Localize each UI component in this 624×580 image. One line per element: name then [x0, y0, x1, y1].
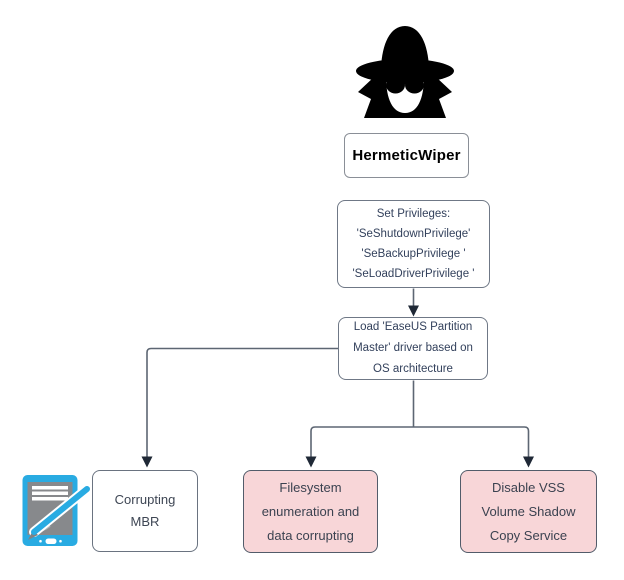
node-load-driver-label: Load 'EaseUS Partition Master' driver ba… — [353, 321, 473, 375]
tablet-dot — [39, 539, 42, 543]
node-load-driver: Load 'EaseUS Partition Master' driver ba… — [338, 317, 488, 380]
node-filesystem-corruption: Filesystem enumeration and data corrupti… — [243, 470, 378, 553]
node-set-privileges-label: Set Privileges: 'SeShutdownPrivilege' 'S… — [352, 208, 475, 280]
tablet-text-line — [32, 497, 68, 501]
spy-hat-brim — [356, 59, 454, 83]
spy-hacker-icon — [356, 26, 454, 118]
arrowhead-disablevss — [523, 456, 534, 468]
node-disable-vss-label: Disable VSS Volume Shadow Copy Service — [481, 479, 576, 543]
edge-loaddriver-to-disablevss — [413, 426, 530, 457]
edge-loaddriver-to-filesystem — [310, 426, 414, 457]
node-hermeticwiper: HermeticWiper — [344, 133, 469, 178]
arrowhead-loaddriver — [408, 305, 419, 317]
node-corrupting-mbr-label: Corrupting MBR — [114, 492, 176, 529]
tablet-home-button — [45, 538, 57, 544]
spy-hat-dome — [381, 26, 429, 68]
tablet-text-line — [32, 491, 68, 495]
node-hermeticwiper-label: HermeticWiper — [352, 147, 461, 164]
arrowhead-corruptingmbr — [141, 456, 153, 468]
stylus-body — [31, 486, 90, 535]
tablet-stylus-icon — [22, 475, 92, 546]
node-filesystem-corruption-label: Filesystem enumeration and data corrupti… — [261, 479, 360, 543]
node-corrupting-mbr: Corrupting MBR — [92, 470, 198, 552]
node-disable-vss: Disable VSS Volume Shadow Copy Service — [460, 470, 597, 553]
arrowhead-filesystem — [305, 456, 317, 468]
tablet-dot — [59, 539, 62, 543]
node-set-privileges: Set Privileges: 'SeShutdownPrivilege' 'S… — [337, 200, 490, 288]
edge-loaddriver-to-corruptingmbr — [146, 347, 338, 457]
tablet-text-line — [32, 486, 68, 490]
